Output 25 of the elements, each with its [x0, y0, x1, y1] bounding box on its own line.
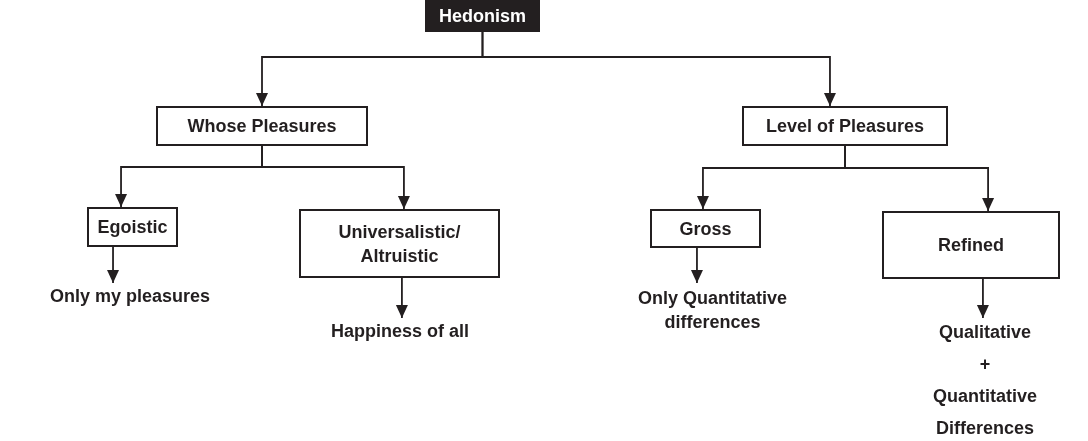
category-box [882, 211, 1060, 279]
category-box [156, 106, 368, 146]
box-label: Hedonism [439, 5, 526, 28]
box-label: Refined [938, 234, 1004, 257]
arrow [844, 145, 995, 212]
arrow [976, 278, 989, 319]
arrow [395, 277, 408, 319]
box-label: Egoistic [97, 216, 168, 239]
category-box [650, 209, 761, 248]
arrow [481, 31, 836, 107]
arrow [261, 145, 410, 210]
arrow [690, 247, 703, 284]
box-label: Level of Pleasures [765, 115, 925, 138]
title-box [425, 0, 540, 32]
box-label: Gross [679, 217, 732, 241]
description-text: Only my pleasures [49, 285, 211, 308]
box-label: Universalistic/ Altruistic [337, 220, 462, 268]
box-label: Whose Pleasures [187, 115, 337, 138]
arrow [107, 246, 120, 284]
category-box [87, 207, 178, 247]
description-text: Only Quantitative differences [637, 287, 788, 334]
category-box [742, 106, 948, 146]
category-box [299, 209, 500, 278]
description-text: Qualitative + Quantitative Differences [933, 320, 1037, 440]
description-text: Happiness of all [330, 320, 469, 343]
